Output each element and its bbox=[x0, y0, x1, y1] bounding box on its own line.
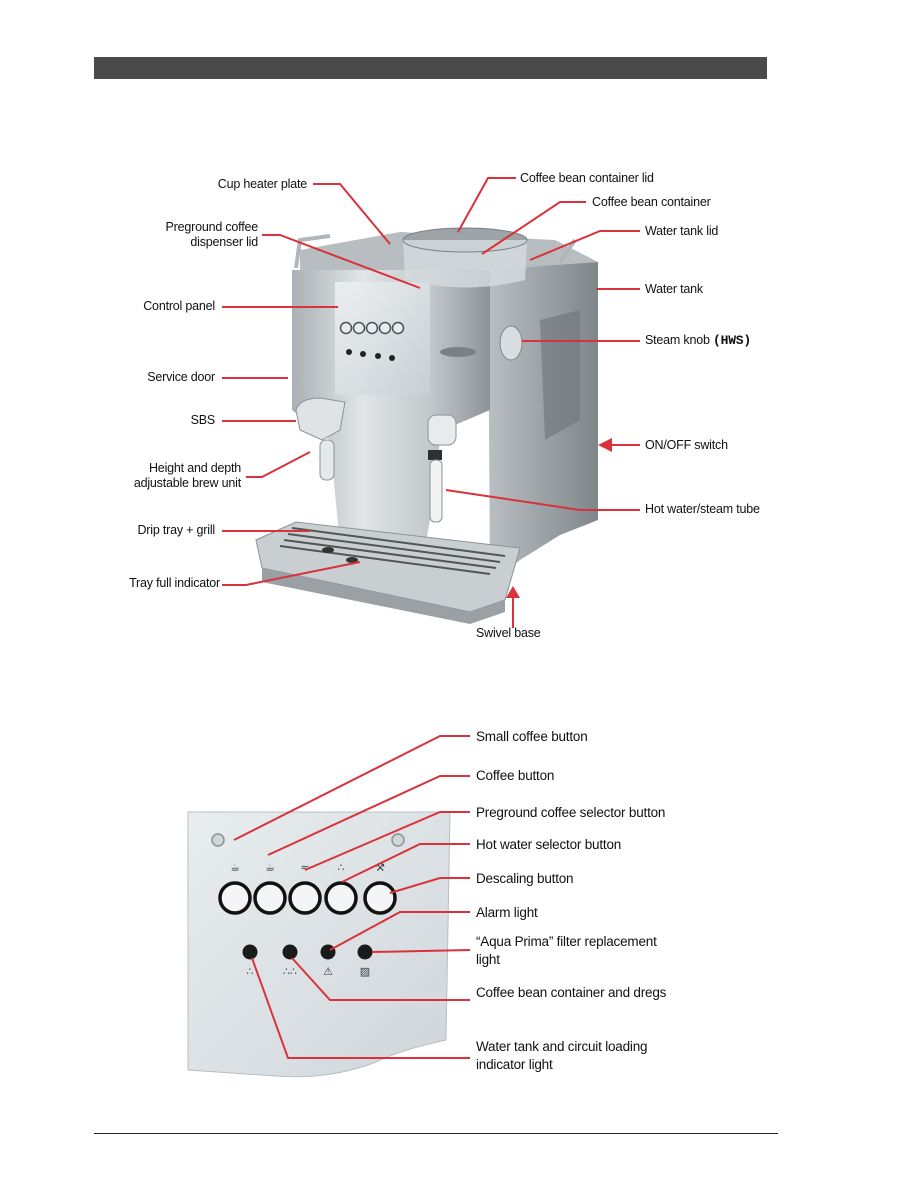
label-brew-unit-line2: adjustable brew unit bbox=[133, 476, 241, 490]
label-water-tank: Water tank bbox=[645, 282, 703, 296]
label-bean-container-dregs: Coffee bean container and dregs bbox=[476, 985, 667, 1000]
label-water-tank-lid: Water tank lid bbox=[645, 224, 719, 238]
label-coffee-button: Coffee button bbox=[476, 768, 555, 783]
svg-text:∴: ∴ bbox=[338, 861, 345, 874]
svg-text:▨: ▨ bbox=[360, 965, 370, 978]
svg-text:∴: ∴ bbox=[247, 965, 254, 978]
label-descaling-button: Descaling button bbox=[476, 871, 574, 886]
steam-knob-text: Steam knob bbox=[645, 333, 710, 347]
label-brew-unit-line1: Height and depth bbox=[148, 461, 241, 475]
label-cup-heater-plate: Cup heater plate bbox=[217, 177, 307, 191]
svg-text:∴∴: ∴∴ bbox=[283, 965, 297, 978]
label-control-panel: Control panel bbox=[143, 299, 215, 313]
label-on-off-switch: ON/OFF switch bbox=[645, 438, 728, 452]
label-hot-water-tube: Hot water/steam tube bbox=[645, 502, 760, 516]
svg-text:≈: ≈ bbox=[300, 861, 309, 874]
svg-text:☕: ☕ bbox=[265, 861, 275, 874]
label-bean-container: Coffee bean container bbox=[592, 195, 711, 209]
label-preground-lid-line1: Preground coffee bbox=[165, 220, 259, 234]
label-alarm-light: Alarm light bbox=[476, 905, 538, 920]
label-drip-tray: Drip tray + grill bbox=[137, 523, 215, 537]
label-sbs: SBS bbox=[190, 413, 216, 427]
label-steam-knob: Steam knob (HWS) bbox=[645, 333, 751, 348]
label-tray-full-indicator: Tray full indicator bbox=[129, 576, 220, 590]
steam-knob-code: (HWS) bbox=[713, 333, 752, 348]
label-small-coffee-button: Small coffee button bbox=[476, 729, 588, 744]
label-aqua-prima-line2: light bbox=[476, 952, 500, 967]
label-water-loading-line1: Water tank and circuit loading bbox=[476, 1039, 648, 1054]
label-water-loading-line2: indicator light bbox=[476, 1057, 553, 1072]
label-preground-lid-line2: dispenser lid bbox=[190, 235, 258, 249]
svg-text:☕: ☕ bbox=[230, 861, 240, 874]
label-preground-selector-button: Preground coffee selector button bbox=[476, 805, 666, 820]
label-bean-container-lid: Coffee bean container lid bbox=[520, 171, 654, 185]
label-service-door: Service door bbox=[147, 370, 215, 384]
header-bar bbox=[94, 57, 767, 79]
svg-text:⚒: ⚒ bbox=[375, 861, 385, 874]
label-hot-water-selector-button: Hot water selector button bbox=[476, 837, 622, 852]
label-swivel-base: Swivel base bbox=[476, 626, 541, 640]
footer-rule bbox=[94, 1133, 778, 1134]
label-aqua-prima-line1: “Aqua Prima” filter replacement bbox=[476, 934, 657, 949]
svg-text:⚠: ⚠ bbox=[323, 965, 333, 978]
